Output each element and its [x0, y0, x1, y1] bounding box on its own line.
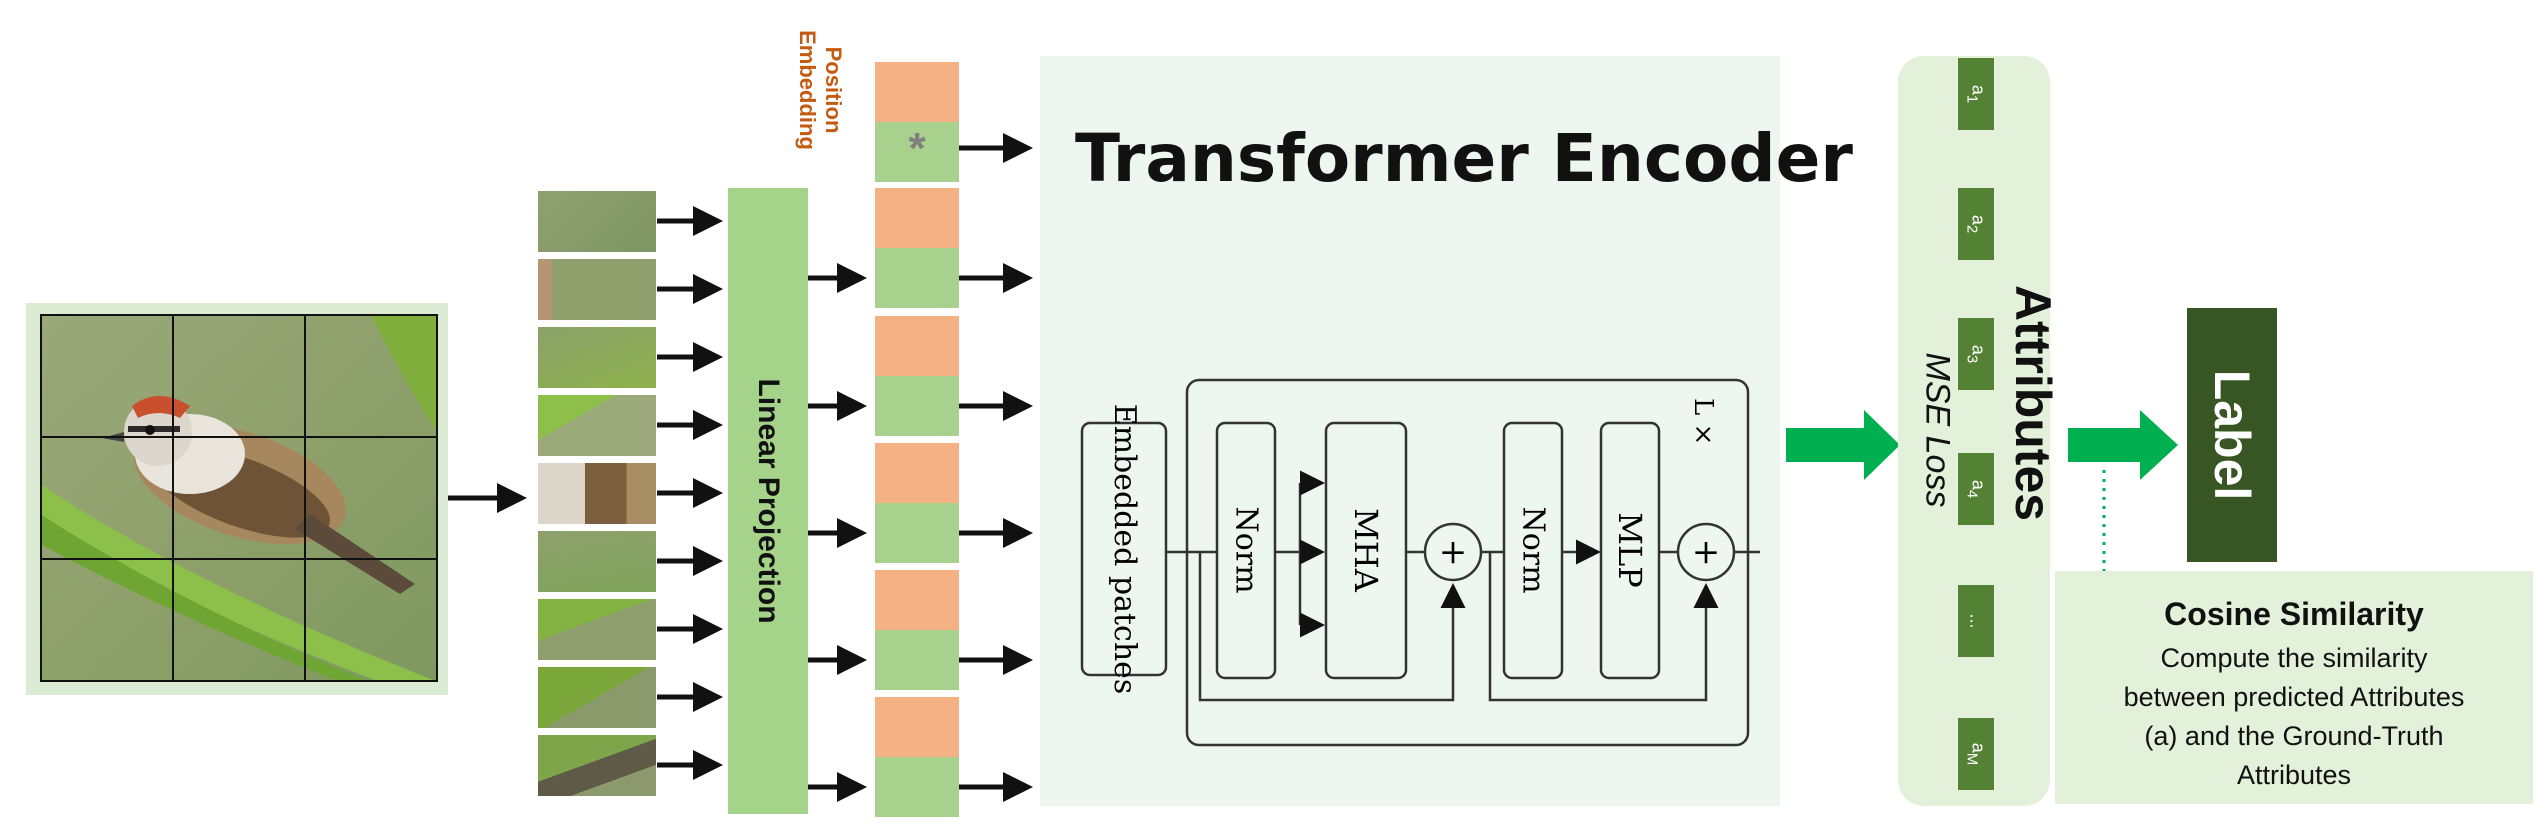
input-bird-image	[40, 314, 438, 682]
attributes-panel	[1898, 56, 2050, 806]
attribute-aM: aM	[1958, 718, 1994, 790]
attribute-ellipsis-label: ...	[1966, 613, 1987, 629]
position-embedding-5	[875, 697, 959, 757]
attributes-title: Attributes	[2005, 284, 2061, 522]
position-embedding-2	[875, 316, 959, 376]
transformer-encoder-title: Transformer Encoder	[1075, 120, 1853, 197]
cosine-similarity-box	[2055, 571, 2533, 804]
attribute-a1: a1	[1958, 58, 1994, 130]
repeat-block-frame	[1185, 378, 1750, 747]
position-embedding-4	[875, 570, 959, 630]
attribute-a3-sub: 3	[1963, 354, 1981, 364]
attribute-a4: a4	[1958, 453, 1994, 525]
cls-token-symbol: *	[908, 124, 926, 173]
patch-embedding-3	[875, 503, 959, 563]
position-embedding-1	[875, 188, 959, 248]
attribute-a2: a2	[1958, 188, 1994, 260]
projection-arrows	[808, 263, 867, 802]
image-patch-5	[537, 462, 657, 525]
cosine-desc-line-4: Attributes	[2236, 760, 2352, 790]
attribute-a1-sub: 1	[1963, 94, 1981, 104]
patch-arrows	[657, 206, 723, 780]
image-patch-9	[537, 734, 657, 797]
norm1-box	[1215, 421, 1277, 680]
add2-label: +	[1691, 532, 1721, 572]
label-output-box	[2187, 308, 2277, 562]
attribute-a2-sub: 2	[1963, 224, 1981, 234]
cosine-desc-line-2: between predicted Attributes	[2123, 682, 2465, 712]
embedded-patches-box	[1080, 421, 1168, 677]
attribute-aM-sub: M	[1963, 752, 1981, 766]
attribute-a2-label: a	[1968, 214, 1989, 225]
attribute-a1-label: a	[1968, 84, 1989, 95]
mlp-label: MLP	[1611, 512, 1649, 588]
embedded-patches-label: Embedded patches	[1107, 403, 1142, 695]
cosine-desc-line-1: Compute the similarity	[2160, 643, 2428, 673]
position-embedding-3	[875, 443, 959, 503]
attribute-a3-label: a	[1968, 344, 1989, 355]
patch-embedding-4	[875, 630, 959, 690]
image-patch-6	[537, 530, 657, 593]
image-patch-2	[537, 258, 657, 321]
image-patch-3	[537, 326, 657, 389]
patch-embedding-5	[875, 757, 959, 817]
attributes-to-label-arrow	[2068, 410, 2178, 480]
repeat-label: L ×	[1688, 398, 1718, 446]
embedding-arrows	[959, 133, 1033, 802]
add1-label: +	[1438, 532, 1468, 572]
mlp-box	[1599, 421, 1661, 680]
image-patch-8	[537, 666, 657, 729]
attribute-a3: a3	[1958, 318, 1994, 390]
attribute-a4-sub: 4	[1963, 489, 1981, 499]
image-patch-7	[537, 598, 657, 661]
patch-embedding-1	[875, 248, 959, 308]
mha-box	[1324, 421, 1408, 680]
image-patch-4	[537, 394, 657, 457]
norm2-label: Norm	[1515, 506, 1551, 594]
mha-label: MHA	[1347, 508, 1385, 592]
norm2-box	[1502, 421, 1564, 680]
mse-loss-label: MSE Loss	[1918, 352, 1957, 508]
patch-embedding-2	[875, 376, 959, 436]
label-output-text: Label	[2204, 369, 2260, 501]
linear-projection-bar	[728, 188, 808, 814]
attribute-ellipsis: ...	[1958, 585, 1994, 657]
image-patch-1	[537, 190, 657, 253]
position-embedding-0	[875, 62, 959, 122]
attribute-aM-label: a	[1968, 742, 1989, 753]
encoder-to-attributes-arrow	[1786, 410, 1900, 480]
attribute-a4-label: a	[1968, 479, 1989, 490]
cosine-desc-line-3: (a) and the Ground-Truth	[2144, 721, 2444, 751]
cls-token: *	[875, 122, 959, 182]
norm1-label: Norm	[1228, 506, 1264, 594]
cosine-similarity-title: Cosine Similarity	[2164, 596, 2424, 632]
